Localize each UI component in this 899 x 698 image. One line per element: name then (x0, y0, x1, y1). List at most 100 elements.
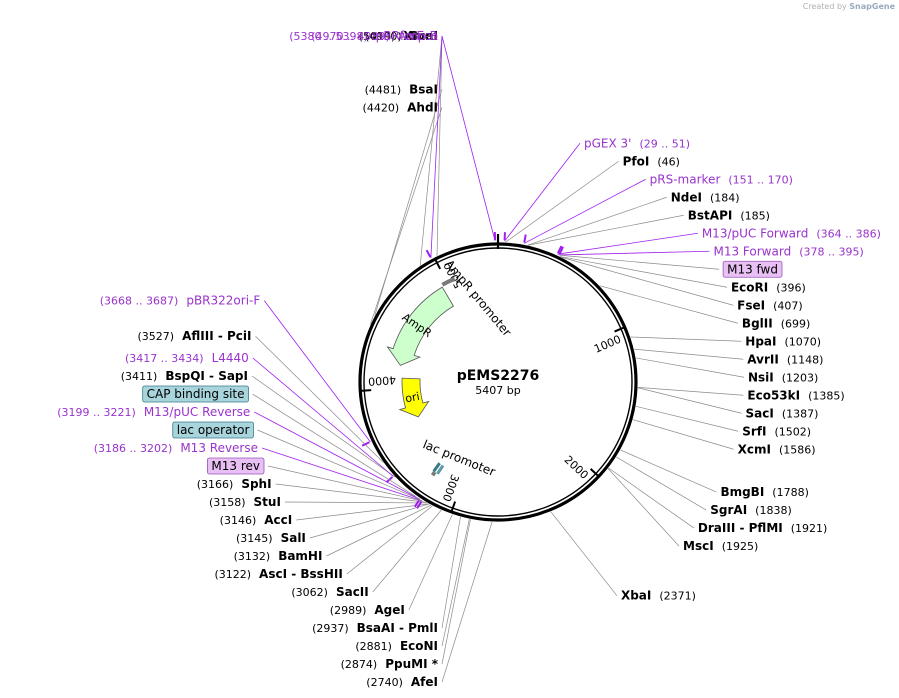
enzyme-name: AflIII - PciI (182, 329, 251, 343)
leader-line (608, 468, 693, 528)
enzyme-site[interactable]: BsaI(4481) (365, 82, 438, 96)
leader-line (262, 448, 422, 501)
enzyme-position: (2371) (659, 590, 696, 603)
enzyme-position: (1838) (755, 504, 792, 517)
enzyme-site[interactable]: BglII(699) (742, 316, 810, 330)
leader-line (310, 504, 429, 538)
enzyme-site[interactable]: EcoRI(396) (731, 280, 806, 294)
enzyme-site[interactable]: AhdI(4420) (363, 100, 438, 114)
enzyme-site[interactable]: DraIII - PflMI(1921) (698, 521, 827, 535)
enzyme-name: StuI (254, 495, 281, 509)
enzyme-site[interactable]: SgrAI (1838) (710, 503, 791, 517)
snapgene-credit: Created by SnapGene (803, 2, 895, 11)
enzyme-position: (2989) (330, 604, 367, 617)
enzyme-position: (396) (776, 281, 806, 294)
primer-name: M13/pUC Reverse (144, 405, 251, 419)
enzyme-site[interactable]: MscI(1925) (683, 539, 758, 553)
site-labels: PfoI(46) NdeI(184) BstAPI (185) EcoRI(396) Fs… (57, 29, 881, 689)
enzyme-site[interactable]: SacI(1387) (746, 406, 819, 420)
enzyme-site[interactable]: AscI - BssHII(3122) (214, 567, 342, 581)
primer-name: pGEX 3' (584, 136, 631, 150)
leader-line (631, 337, 742, 341)
enzyme-site[interactable]: AgeI(2989) (330, 603, 405, 617)
enzyme-site[interactable]: SphI(3166) (197, 477, 272, 491)
enzyme-site[interactable]: HpaI(1070) (745, 334, 821, 348)
enzyme-name: SgrAI (710, 503, 747, 517)
enzyme-position: (2740) (366, 676, 403, 689)
enzyme-site[interactable]: AccI(3146) (220, 513, 293, 527)
leader-line (634, 349, 743, 359)
enzyme-position: (2881) (355, 640, 392, 653)
primer-range: (3199 .. 3221) (57, 406, 136, 419)
enzyme-site[interactable]: SrfI(1502) (742, 424, 811, 438)
enzyme-site[interactable]: AflIII - PciI(3527) (138, 329, 252, 343)
enzyme-site[interactable]: PpuMI *(2874) (341, 657, 439, 671)
enzyme-site[interactable]: BamHI(3132) (234, 549, 323, 563)
primer-site[interactable]: M13/pUC Forward (364 .. 386) (702, 226, 881, 240)
leader-line (285, 502, 428, 503)
enzyme-position: (1385) (808, 389, 845, 402)
enzyme-position: (1921) (791, 522, 828, 535)
primer-range: (378 .. 395) (799, 245, 864, 258)
leader-line (373, 510, 442, 592)
enzyme-site[interactable]: SacII(3062) (291, 585, 368, 599)
enzyme-name: AhdI (407, 100, 438, 114)
primer-site[interactable]: L4440(3417 .. 3434) (125, 351, 249, 365)
enzyme-name: AvrII (747, 352, 779, 366)
enzyme-position: (2874) (341, 658, 378, 671)
enzyme-position: (46) (657, 155, 680, 168)
feature-box-label[interactable]: M13 rev (207, 458, 264, 474)
enzyme-site[interactable]: BsaAI - PmlI(2937) (312, 621, 438, 635)
enzyme-site[interactable]: BstAPI (185) (688, 208, 770, 222)
enzyme-position: (1070) (784, 335, 821, 348)
leader-line (442, 522, 492, 682)
enzyme-name: XcmI (738, 442, 771, 456)
enzyme-site[interactable]: BspQI - SapI(3411) (121, 369, 248, 383)
enzyme-name: NdeI (671, 190, 702, 204)
enzyme-site[interactable]: AvrII(1148) (747, 352, 823, 366)
primer-site[interactable]: pGEX 3' (29 .. 51) (584, 136, 690, 150)
primer-site[interactable]: M13 Forward (378 .. 395) (713, 244, 863, 258)
primer-range: (364 .. 386) (816, 227, 881, 240)
primer-name: M13 Reverse (180, 441, 258, 455)
enzyme-site[interactable]: Eco53kI(1385) (747, 388, 844, 402)
primer-site[interactable]: pBR322ori-F(3668 .. 3687) (100, 294, 261, 308)
enzyme-name: BamHI (278, 549, 322, 563)
enzyme-site[interactable]: BmgBI(1788) (720, 485, 808, 499)
enzyme-site[interactable]: PfoI(46) (623, 154, 680, 168)
enzyme-site[interactable]: NdeI(184) (671, 190, 740, 204)
feature-box-label[interactable]: M13 fwd (723, 261, 782, 277)
primer-site[interactable]: M13/pUC Reverse (3199 .. 3221) (57, 405, 250, 419)
enzyme-site[interactable]: SalI(3145) (236, 531, 306, 545)
primer-name: M13 Forward (713, 244, 791, 258)
leader-line (616, 457, 706, 510)
enzyme-position: (185) (740, 209, 770, 222)
primer-site[interactable]: Amp-R(4970 .. 4989) (311, 29, 438, 43)
primer-range: (29 .. 51) (639, 137, 690, 150)
plasmid-name: pEMS2276 (457, 368, 540, 384)
enzyme-site[interactable]: XbaI(2371) (621, 589, 696, 603)
enzyme-position: (3166) (197, 478, 234, 491)
primer-site[interactable]: M13 Reverse(3186 .. 3202) (94, 441, 258, 455)
enzyme-site[interactable]: StuI(3158) (209, 495, 281, 509)
enzyme-name: BsaI (409, 82, 438, 96)
feature-lac-promoter[interactable] (432, 473, 435, 475)
enzyme-name: BstAPI (688, 208, 733, 222)
enzyme-name: MscI (683, 539, 714, 553)
enzyme-site[interactable]: NsiI(1203) (748, 370, 818, 384)
feature-box-label[interactable]: lac operator (173, 422, 254, 438)
primer-site[interactable]: pRS-marker(151 .. 170) (650, 172, 793, 186)
credit-prefix: Created by (803, 2, 847, 11)
enzyme-position: (1502) (775, 425, 812, 438)
enzyme-site[interactable]: EcoNI(2881) (355, 639, 438, 653)
primer-name: M13/pUC Forward (702, 226, 809, 240)
enzyme-site[interactable]: AfeI(2740) (366, 675, 438, 689)
enzyme-name: BmgBI (720, 485, 764, 499)
leader-line (257, 430, 420, 500)
tick-label: 3000 (440, 472, 462, 503)
enzyme-site[interactable]: XcmI(1586) (738, 442, 816, 456)
feature-box-label[interactable]: CAP binding site (143, 386, 249, 402)
enzyme-site[interactable]: FseI(407) (737, 298, 803, 312)
primer-range: (3417 .. 3434) (125, 352, 204, 365)
